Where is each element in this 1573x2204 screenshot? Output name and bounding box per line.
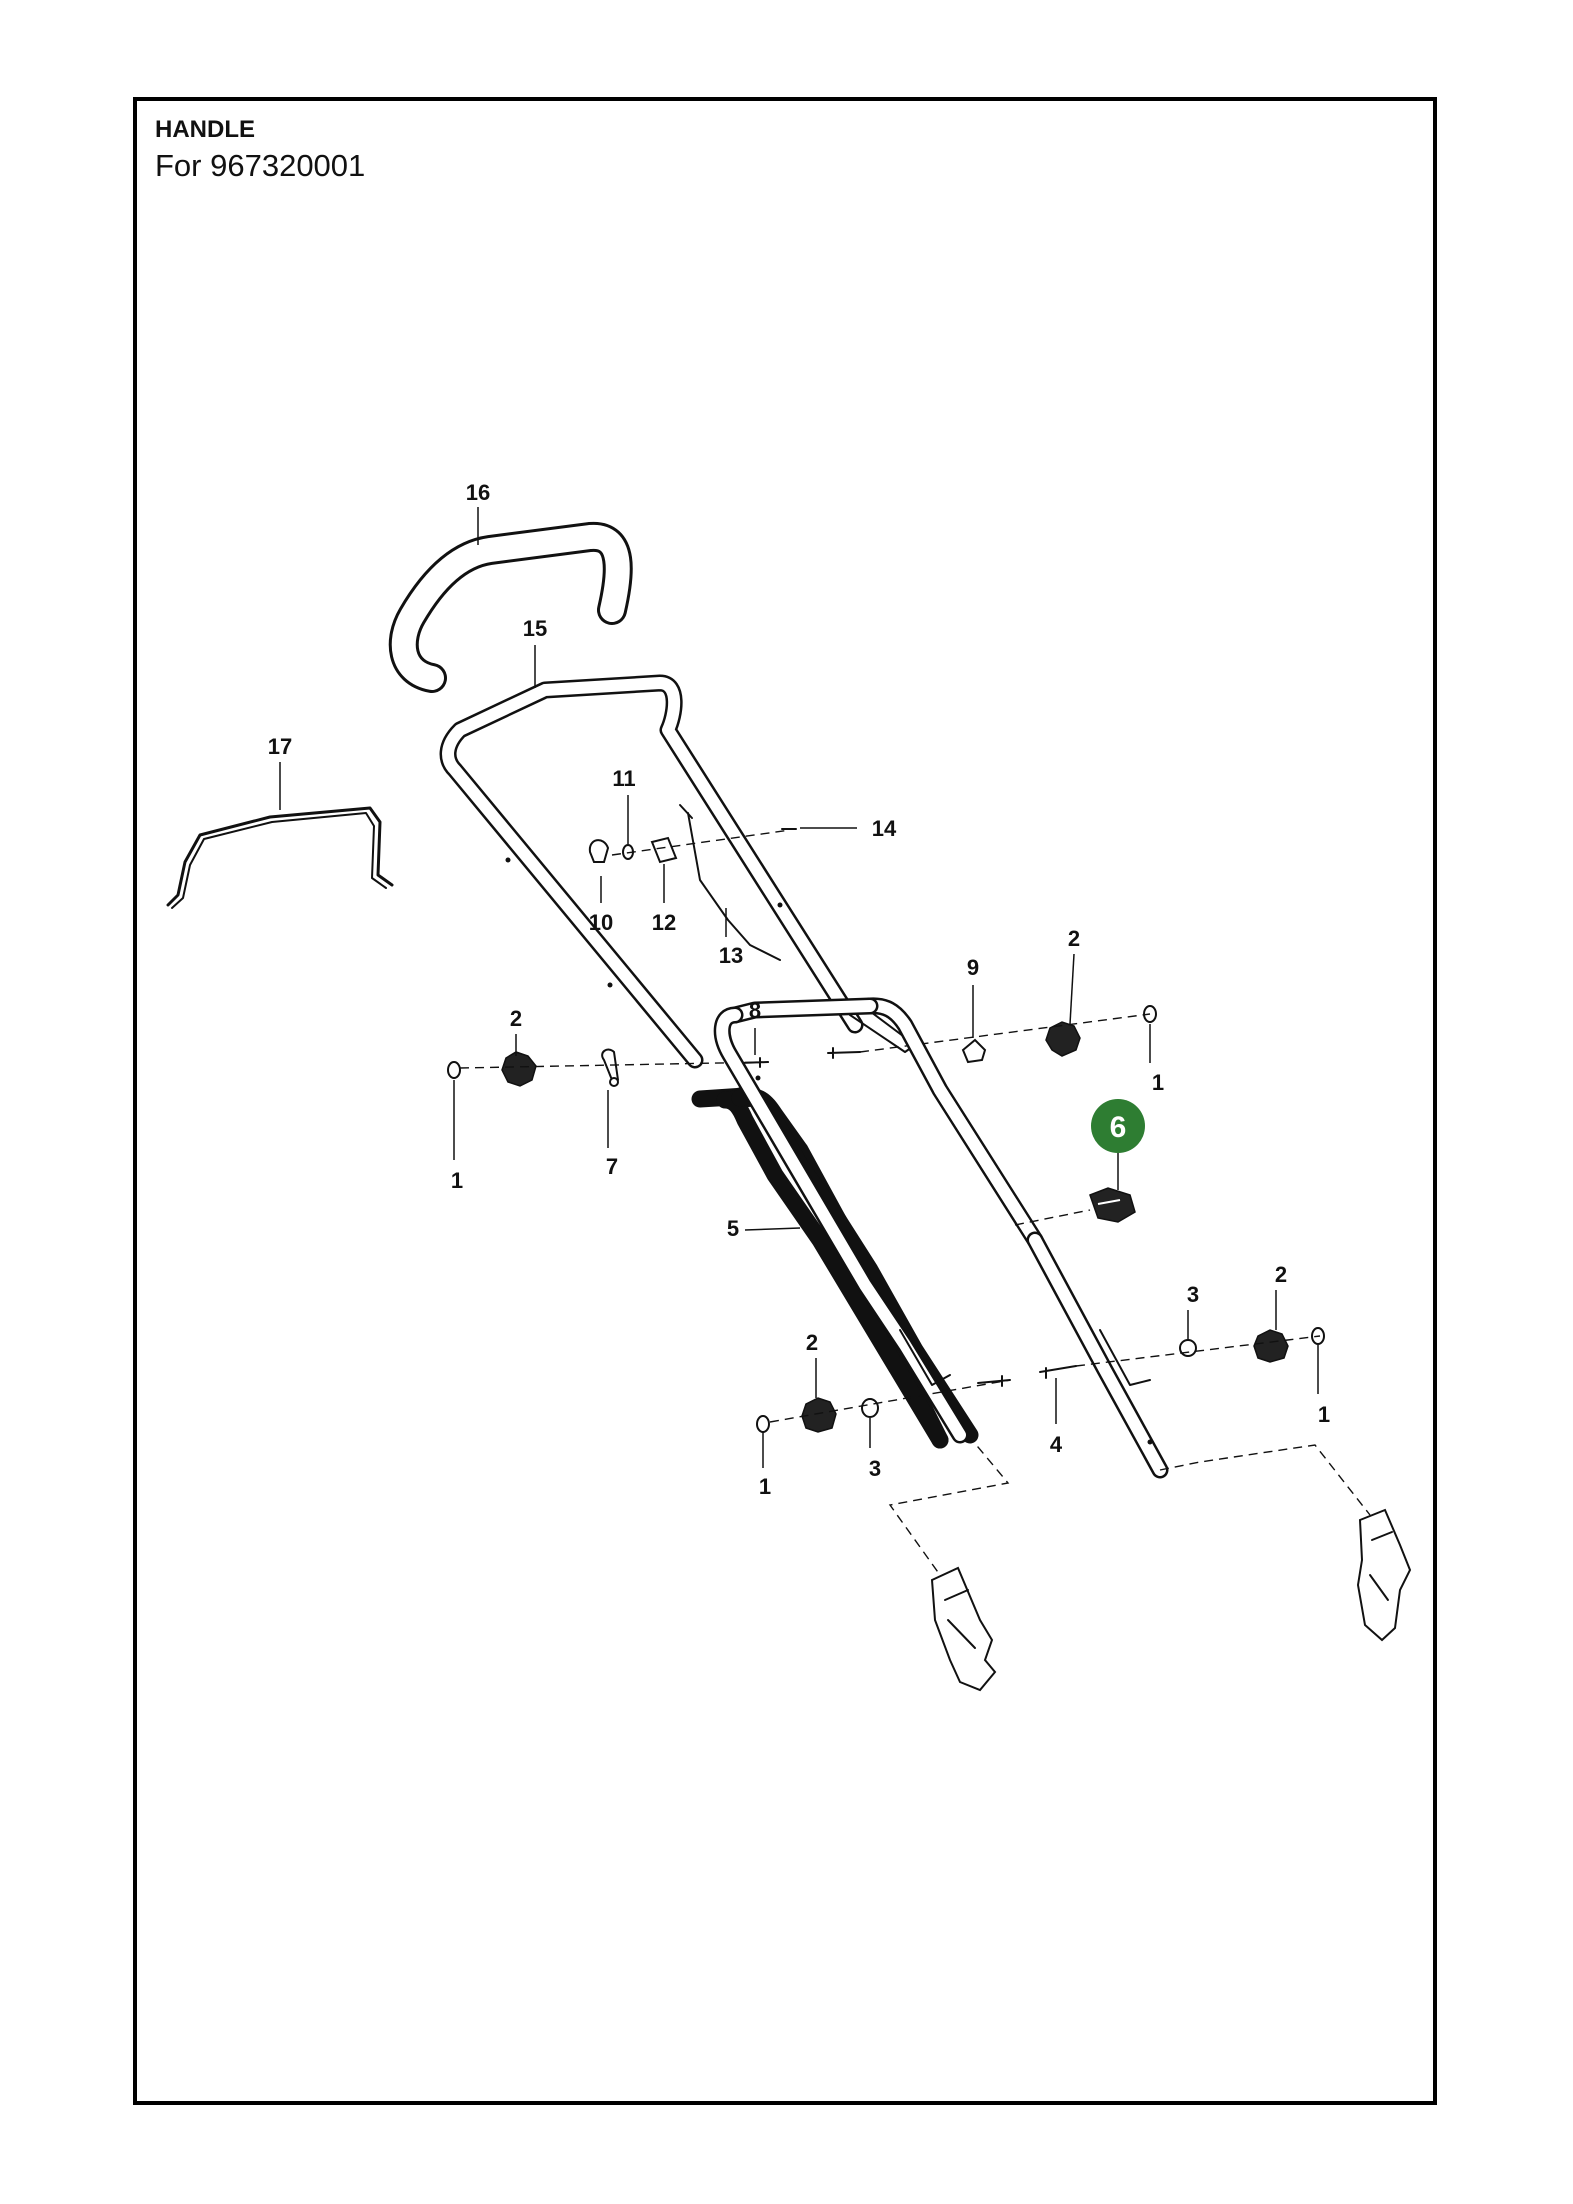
callout-6: 6: [1110, 1111, 1127, 1144]
part-10-cap[interactable]: [588, 839, 610, 863]
callout-2-bottom-right: 2: [1275, 1262, 1287, 1287]
callout-8: 8: [749, 998, 761, 1023]
callout-2-left: 2: [510, 1006, 522, 1031]
callout-3-left: 3: [869, 1456, 881, 1481]
part-2-knob-bottom-right[interactable]: [1253, 1329, 1289, 1363]
callout-labels: 16 15 17 11 14 10 12 13 9 2 1 2 8 1 7 5 …: [268, 480, 1330, 1499]
right-bracket: [1356, 1508, 1412, 1642]
part-15-upper-handle[interactable]: [439, 674, 916, 1069]
part-16-grip[interactable]: [388, 521, 633, 693]
part-17-cable[interactable]: [166, 806, 394, 909]
drawing-frame: [133, 97, 1437, 2105]
part-4-bolt[interactable]: [1039, 1365, 1077, 1379]
part-bolt-bottom-left[interactable]: [977, 1375, 1011, 1387]
part-5-lower-handle[interactable]: [691, 997, 1169, 1479]
callout-14: 14: [872, 816, 897, 841]
callout-7: 7: [606, 1154, 618, 1179]
callout-13: 13: [719, 943, 743, 968]
callout-9: 9: [967, 955, 979, 980]
callout-4: 4: [1050, 1432, 1063, 1457]
part-2-knob-right[interactable]: [1045, 1021, 1081, 1057]
callout-16: 16: [466, 480, 490, 505]
callout-5: 5: [727, 1216, 739, 1241]
model-subtitle: For 967320001: [155, 148, 366, 183]
part-3-washer-left[interactable]: [861, 1398, 879, 1418]
callout-15: 15: [523, 616, 547, 641]
part-7-pin[interactable]: [601, 1048, 619, 1087]
callout-10: 10: [589, 910, 613, 935]
callout-6-highlighted[interactable]: 6: [1091, 1099, 1145, 1153]
part-6-clip-highlighted[interactable]: [1089, 1187, 1136, 1223]
callout-3-right: 3: [1187, 1282, 1199, 1307]
callout-1-bottom-left: 1: [759, 1474, 771, 1499]
callout-2-bottom-left: 2: [806, 1330, 818, 1355]
page-title: HANDLE: [155, 116, 255, 143]
part-2-knob-left[interactable]: [501, 1051, 537, 1087]
part-bolt-right[interactable]: [827, 1047, 861, 1059]
part-12-clip[interactable]: [650, 836, 678, 864]
part-13-cable[interactable]: [679, 804, 781, 961]
callout-1-right: 1: [1152, 1070, 1164, 1095]
callout-17: 17: [268, 734, 292, 759]
part-1-nut-left[interactable]: [447, 1061, 461, 1079]
part-1-nut-bottom-left[interactable]: [756, 1415, 770, 1433]
leader-lines: [279, 507, 1319, 1468]
callout-1-left: 1: [451, 1168, 463, 1193]
callout-11: 11: [612, 766, 635, 791]
part-2-knob-bottom-left[interactable]: [801, 1397, 837, 1433]
part-9-cap[interactable]: [961, 1038, 987, 1064]
callout-1-bottom-right: 1: [1318, 1402, 1330, 1427]
left-bracket: [930, 1566, 997, 1692]
callout-2-right: 2: [1068, 926, 1080, 951]
callout-12: 12: [652, 910, 676, 935]
